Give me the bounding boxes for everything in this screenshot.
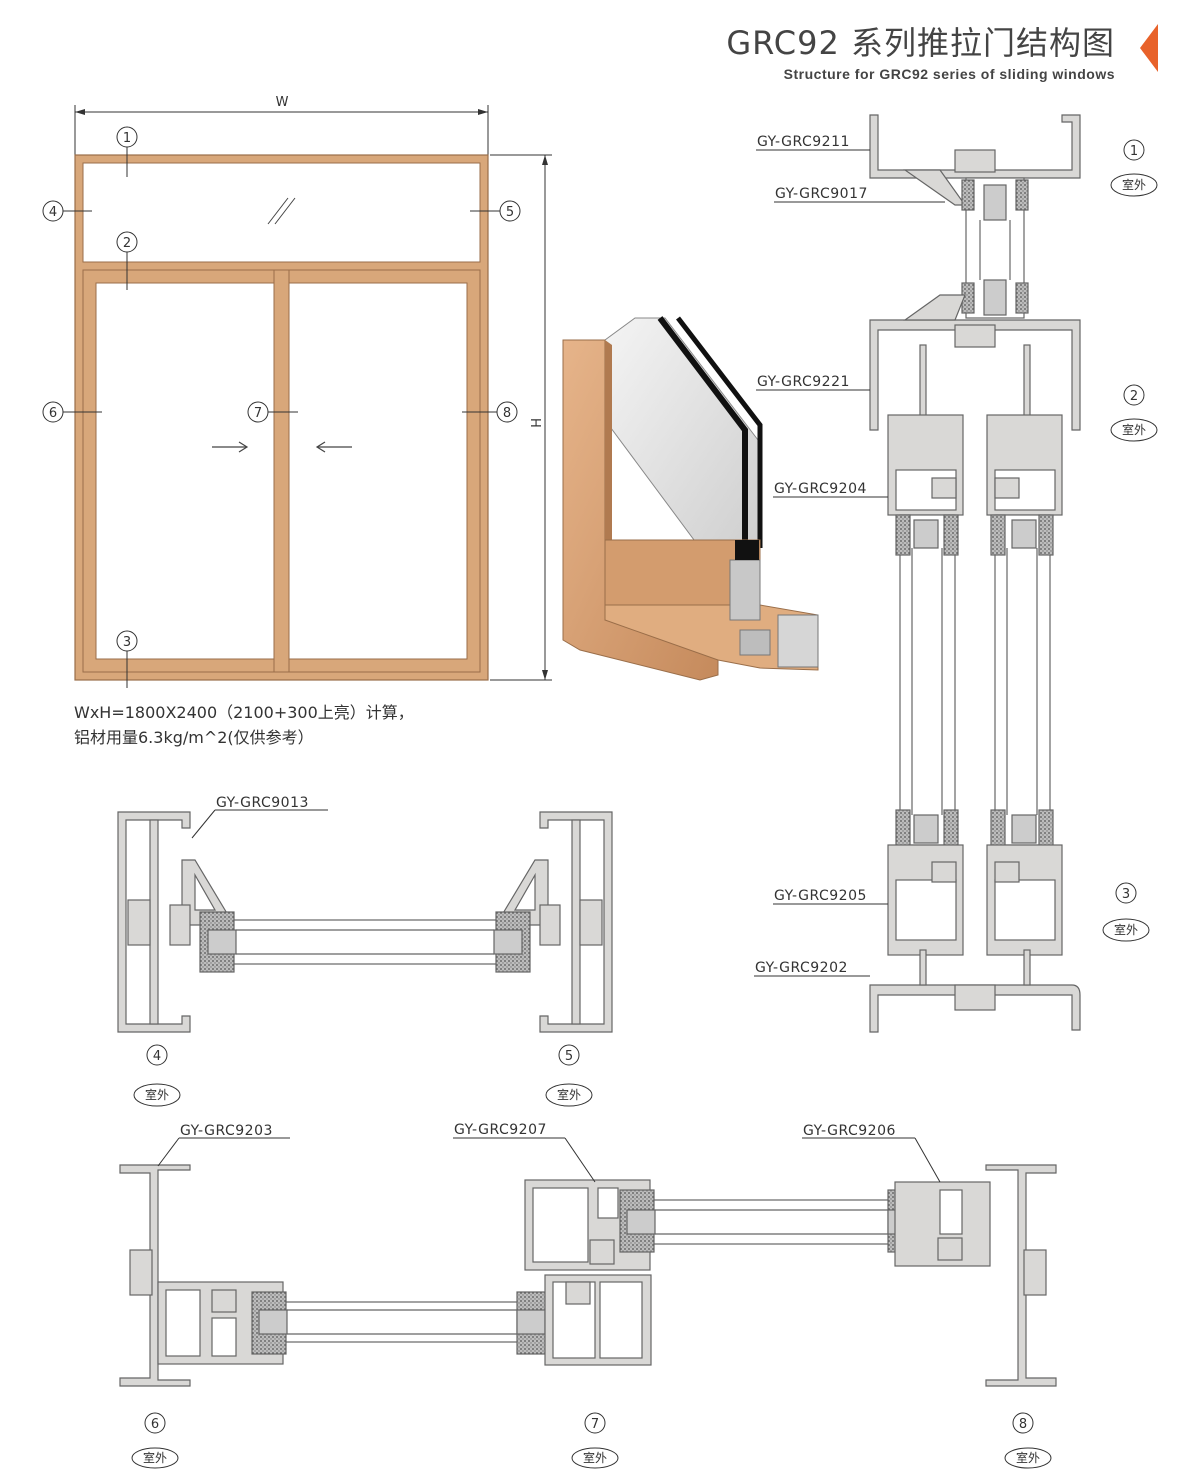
elev-marker-2: 2 — [123, 236, 131, 251]
horizontal-section-4-5 — [117, 811, 613, 1033]
section-number-5: 5 — [565, 1049, 573, 1064]
elev-marker-7: 7 — [254, 406, 262, 421]
outdoor-badge-2: 室外 — [1122, 422, 1146, 437]
label-gy-grc9206: GY-GRC9206 — [803, 1123, 896, 1139]
label-gy-grc9207: GY-GRC9207 — [454, 1122, 547, 1138]
page-title: GRC92 系列推拉门结构图 — [726, 24, 1115, 62]
label-gy-grc9221: GY-GRC9221 — [757, 374, 850, 390]
section-number-6: 6 — [151, 1417, 159, 1432]
vertical-section-labels — [754, 149, 945, 977]
outdoor-badge-7: 室外 — [583, 1450, 607, 1465]
section-number-8: 8 — [1019, 1417, 1027, 1432]
width-dimension-label: W — [276, 95, 289, 110]
label-gy-grc9211: GY-GRC9211 — [757, 134, 850, 150]
label-gy-grc9205: GY-GRC9205 — [774, 888, 867, 904]
section-number-4: 4 — [153, 1049, 161, 1064]
header: GRC92 系列推拉门结构图 Structure for GRC92 serie… — [726, 18, 1115, 82]
outdoor-badge-8: 室外 — [1016, 1450, 1040, 1465]
section-number-1: 1 — [1130, 144, 1138, 159]
label-gy-grc9204: GY-GRC9204 — [774, 481, 867, 497]
vertical-section — [869, 114, 1081, 1033]
label-gy-grc9017: GY-GRC9017 — [775, 186, 868, 202]
note-line-2: 铝材用量6.3kg/m^2(仅供参考） — [74, 728, 314, 747]
usage-note: WxH=1800X2400（2100+300上亮）计算， 铝材用量6.3kg/m… — [74, 700, 414, 750]
section-number-2: 2 — [1130, 389, 1138, 404]
outdoor-badge-5: 室外 — [557, 1087, 581, 1102]
elev-marker-6: 6 — [49, 406, 57, 421]
elev-marker-8: 8 — [503, 406, 511, 421]
height-dimension-label: H — [527, 418, 542, 428]
elev-marker-1: 1 — [123, 131, 131, 146]
label-gy-grc9202: GY-GRC9202 — [755, 960, 848, 976]
elev-marker-4: 4 — [49, 205, 57, 220]
elev-marker-5: 5 — [506, 205, 514, 220]
outdoor-badge-6: 室外 — [143, 1450, 167, 1465]
section-number-7: 7 — [591, 1417, 599, 1432]
page-subtitle: Structure for GRC92 series of sliding wi… — [783, 66, 1115, 82]
outdoor-badge-1: 室外 — [1122, 177, 1146, 192]
corner-profile-render — [562, 316, 819, 681]
header-arrow-icon — [1140, 24, 1158, 72]
section-number-3: 3 — [1122, 887, 1130, 902]
label-gy-grc9013: GY-GRC9013 — [216, 795, 309, 811]
label-gy-grc9203: GY-GRC9203 — [180, 1123, 273, 1139]
note-line-1: WxH=1800X2400（2100+300上亮）计算， — [74, 703, 414, 722]
window-elevation: W H — [42, 95, 552, 688]
elev-marker-3: 3 — [123, 635, 131, 650]
outdoor-badge-4: 室外 — [145, 1087, 169, 1102]
horizontal-section-6-7-8 — [119, 1164, 1057, 1387]
outdoor-badge-3: 室外 — [1114, 922, 1138, 937]
